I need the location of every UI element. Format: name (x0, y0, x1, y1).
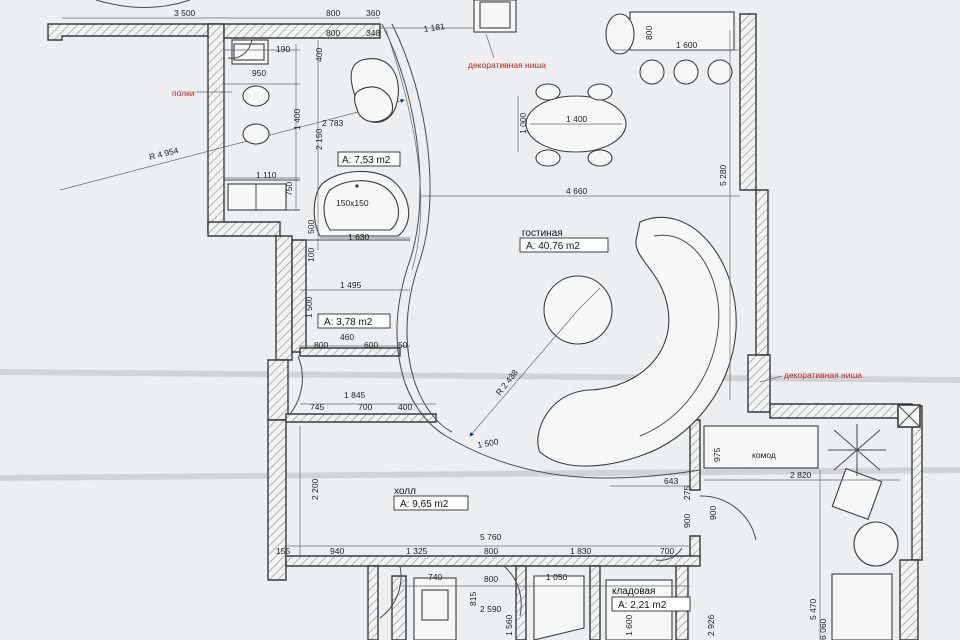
living-room-name: гостиная (522, 228, 563, 239)
dim-label: 500 (306, 220, 316, 234)
small-room-area: A: 3,78 m2 (324, 317, 373, 328)
bar-counter (605, 11, 735, 85)
door-swings (95, 0, 757, 619)
jacuzzi-label: 150x150 (336, 198, 369, 208)
dim-label: 800 (314, 340, 328, 350)
dim-label: 1 500 (304, 296, 314, 318)
dim-label: 1 600 (624, 614, 634, 636)
dim-label: 400 (398, 402, 412, 412)
dim-label: 975 (712, 448, 722, 462)
hall-area: A: 9,65 m2 (400, 499, 449, 510)
dim-label: 643 (664, 476, 678, 486)
paper-fold (0, 369, 960, 383)
living-room-area: A: 40,76 m2 (526, 241, 580, 252)
bathroom-fixtures (227, 39, 410, 237)
walls (47, 13, 923, 640)
storage-area: A: 2,21 m2 (618, 600, 667, 611)
dim-label: 5 760 (480, 532, 502, 542)
dim-label: 1 325 (406, 546, 428, 556)
dim-label: 1 560 (504, 614, 514, 636)
dim-label: 1 400 (292, 108, 302, 130)
dim-label: 800 (326, 28, 340, 38)
dim-label: 950 (252, 68, 266, 78)
dim-label: 275 (682, 486, 692, 500)
room-labels: A: 7,53 m2 гостиная A: 40,76 m2 A: 3,78 … (317, 151, 691, 612)
dimension-lines (62, 17, 900, 640)
dim-label: 5 470 (808, 598, 818, 620)
hall-name: холл (394, 486, 416, 497)
dim-label: 700 (660, 546, 674, 556)
dining-table (525, 83, 627, 167)
dim-label: 800 (484, 574, 498, 584)
dim-label: 1 050 (546, 572, 568, 582)
dim-label: 1 495 (340, 280, 362, 290)
dim-label: 800 (644, 26, 654, 40)
dim-label: 1 845 (344, 390, 366, 400)
dim-label: 900 (682, 514, 692, 528)
dim-label: 815 (468, 592, 478, 606)
dim-label: 1 600 (676, 40, 698, 50)
dim-label: 2 590 (480, 604, 502, 614)
niche-top-label: декоративная ниша (468, 60, 546, 70)
dim-label: 460 (340, 332, 354, 342)
dim-label: 2 150 (314, 128, 324, 150)
dim-label: 745 (310, 402, 324, 412)
dim-label: 1 110 (256, 170, 277, 180)
curved-sofa (537, 216, 737, 467)
dim-label: 6 060 (818, 618, 828, 640)
dim-label: 2 820 (790, 470, 812, 480)
dim-label: 4 660 (566, 186, 588, 196)
dim-label: 348 (366, 28, 380, 38)
dim-label: 3 500 (174, 8, 196, 18)
dresser-label: комод (752, 450, 776, 460)
dim-label: 900 (708, 506, 718, 520)
radius-line (59, 98, 405, 191)
dimension-labels: 3 500 800 360 800 348 1 181 190 950 400 … (174, 8, 828, 640)
niche-right-label: декоративная ниша (784, 370, 862, 380)
dim-label: 100 (306, 248, 316, 262)
paper-fold (0, 467, 960, 481)
dim-label: 2 200 (310, 478, 320, 500)
dim-label: 1 630 (348, 232, 370, 242)
bathroom-area: A: 7,53 m2 (342, 155, 391, 166)
dim-label: 800 (484, 546, 498, 556)
dim-label: 750 (284, 182, 294, 196)
dim-label: 2 926 (706, 614, 716, 636)
dim-label: 940 (330, 546, 344, 556)
dim-label: 1 830 (570, 546, 592, 556)
dim-label: 1 400 (566, 114, 588, 124)
dim-label: 155 (276, 546, 290, 556)
dim-label: 360 (366, 8, 380, 18)
dim-label: 190 (276, 44, 290, 54)
dim-label: 1 500 (477, 436, 500, 450)
shelves-label: полки (172, 88, 195, 98)
dim-label: 2 783 (322, 118, 344, 128)
dim-label: 400 (314, 48, 324, 62)
dim-label: 1 000 (518, 112, 528, 134)
dim-label: 50 (398, 340, 408, 350)
dim-label: 5 280 (718, 164, 728, 186)
dim-label: 740 (428, 572, 442, 582)
dim-label: 800 (326, 8, 340, 18)
dim-label: 600 (364, 340, 378, 350)
dim-label: 1 181 (423, 21, 446, 34)
dim-label: 700 (358, 402, 372, 412)
storage-name: кладовая (612, 586, 655, 597)
right-room-furniture (703, 424, 899, 640)
radius-main-label: R 4 954 (148, 145, 180, 162)
